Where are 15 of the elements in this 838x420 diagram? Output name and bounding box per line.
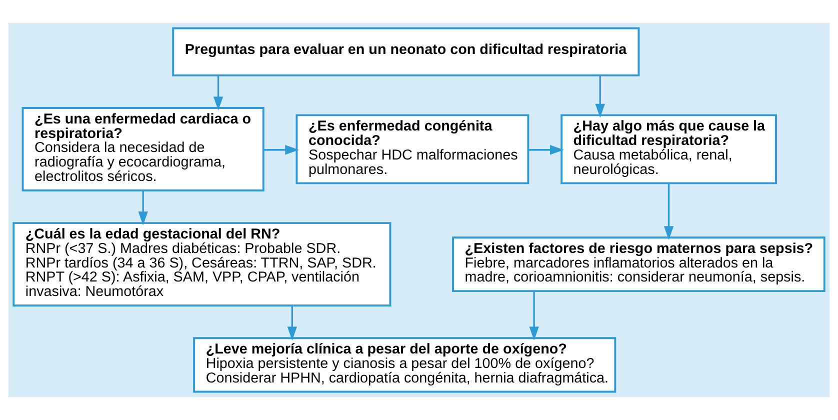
arrow bbox=[529, 291, 539, 340]
node-box: ¿Cuál es la edad gestacional del RN? RNPr (<37 S.) Madres diabéticas: Probable SDR. RNPr tardíos (34 a 36 S), Cesáreas: TTRN, SAP, SDR. RNPT (>42 S): Asfixia, SAM, VPP, CPAP, ventilación invasiva: Neumotórax bbox=[12, 222, 392, 306]
node-box: ¿Es una enfermedad cardiaca o respiratoria? Considera la necesidad de radiografía y ecocardiograma, electrolitos séricos. bbox=[22, 107, 264, 192]
arrow bbox=[138, 190, 148, 226]
node-box: ¿Existen factores de riesgo maternos para sepsis? Fiebre, marcadores inflamatorios alterados en la madre, corioamnionitis: considerar neumonía, sepsis. bbox=[452, 236, 826, 292]
arrow bbox=[213, 75, 224, 111]
node-box: ¿Es enfermedad congénita conocida? Sospechar HDC malformaciones pulmonares. bbox=[296, 114, 530, 184]
arrow bbox=[664, 184, 674, 240]
arrow bbox=[528, 144, 564, 155]
node-box: ¿Hay algo más que cause la dificultad respiratoria? Causa metabólica, renal, neurológicas. bbox=[560, 114, 777, 184]
node-box: ¿Leve mejoría clínica a pesar del aporte de oxígeno? Hipoxia persistente y cianosis a pesar del 100% de oxígeno? Considerar HPHN, cardiopatía congénita, hernia diafragmática. bbox=[193, 337, 616, 393]
arrow bbox=[264, 144, 300, 155]
node-box: Preguntas para evaluar en un neonato con dificultad respiratoria bbox=[172, 27, 640, 76]
arrow bbox=[287, 306, 298, 340]
arrow bbox=[595, 75, 605, 118]
